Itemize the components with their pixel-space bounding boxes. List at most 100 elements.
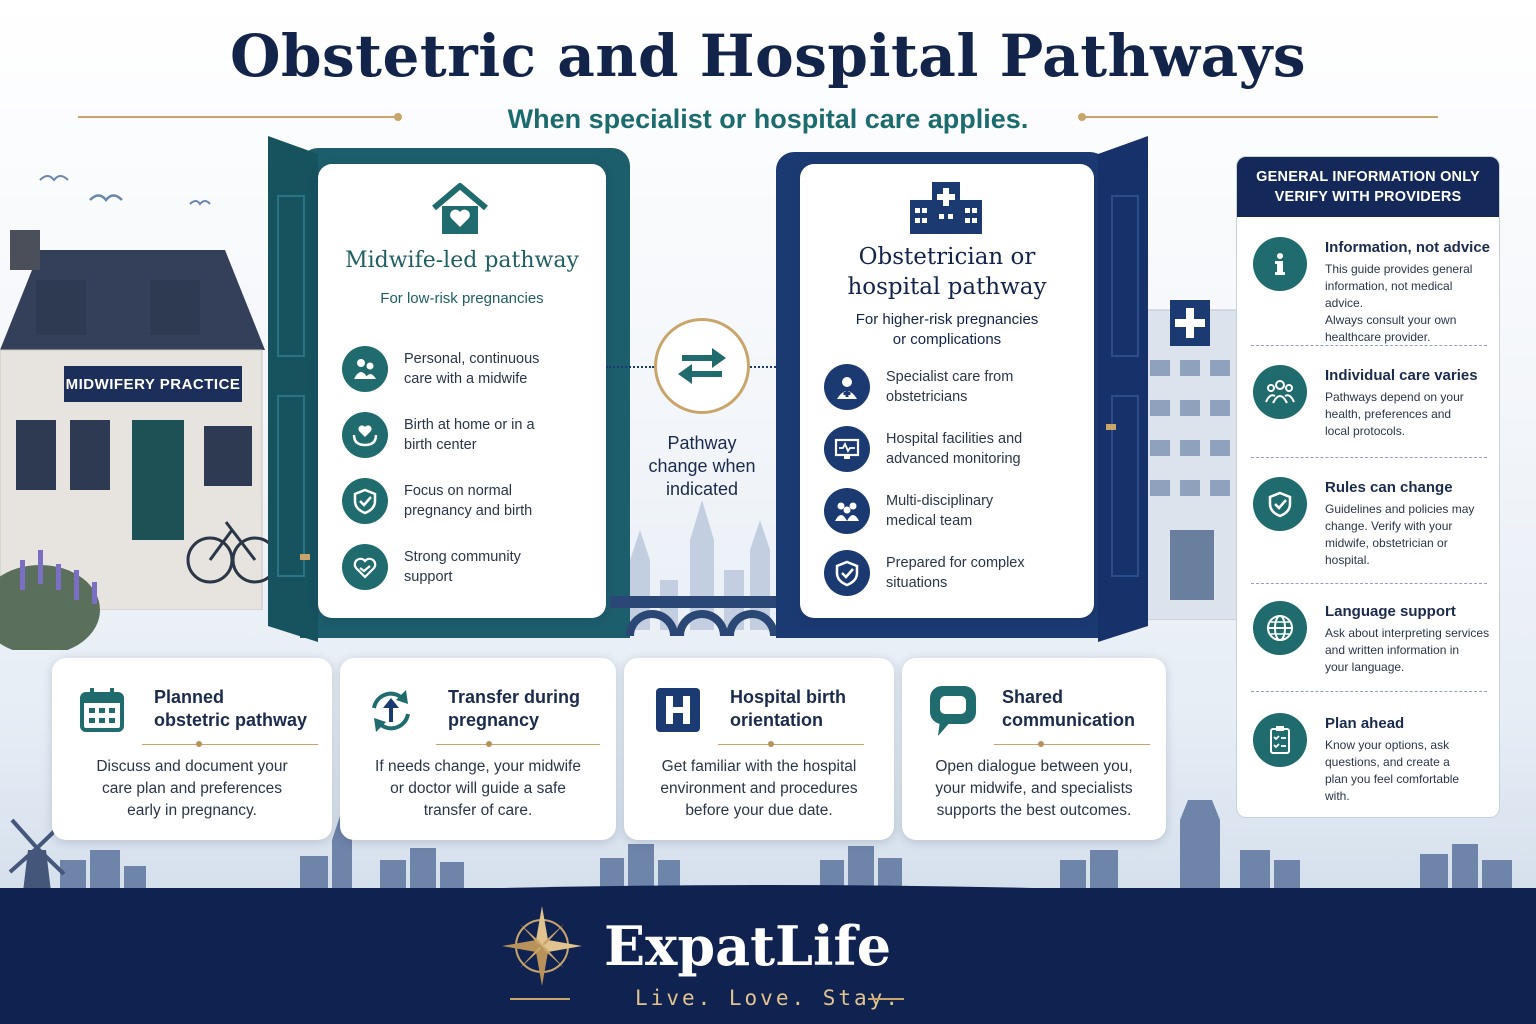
midwife-feature-1-line1: Personal, continuous	[404, 351, 540, 367]
midwife-feature-2-line1: Birth at home or in a	[404, 417, 535, 433]
card-1-rule	[142, 744, 318, 745]
card-2-title-line1: Transfer during	[448, 687, 581, 707]
info-item-3-line2: change. Verify with your	[1325, 519, 1453, 533]
card-4-body: Open dialogue between you, your midwife,…	[902, 756, 1166, 822]
hospital-building	[1140, 300, 1240, 620]
info-item-2-text: Pathways depend on your health, preferen…	[1325, 389, 1493, 440]
card-2-body-line1: If needs change, your midwife	[375, 758, 581, 775]
practice-sign-text: MIDWIFERY PRACTICE	[65, 375, 241, 393]
info-item-5-title: Plan ahead	[1325, 715, 1405, 732]
hospital-building-icon	[910, 182, 982, 234]
hospital-pathway-title: Obstetrician or hospital pathway	[800, 242, 1094, 302]
card-shared-communication: Shared communication Open dialogue betwe…	[902, 658, 1166, 840]
transfer-connector-right	[750, 366, 780, 368]
hospital-pathway-subtitle-line2: or complications	[892, 331, 1002, 348]
card-hospital-birth-orientation: Hospital birth orientation Get familiar …	[624, 658, 894, 840]
card-1-title-line1: Planned	[154, 687, 225, 707]
midwife-feature-3-line2: pregnancy and birth	[404, 503, 533, 519]
info-item-2-title: Individual care varies	[1325, 367, 1478, 384]
card-1-body: Discuss and document your care plan and …	[52, 756, 332, 822]
hospital-door-leaf	[1098, 136, 1148, 642]
monitor-icon	[824, 426, 870, 472]
shield-check-icon	[342, 478, 388, 524]
clipboard-icon	[1253, 713, 1307, 767]
info-separator-4	[1251, 691, 1487, 692]
card-transfer-during-pregnancy: Transfer during pregnancy If needs chang…	[340, 658, 616, 840]
hospital-feature-3-line1: Multi-disciplinary	[886, 493, 994, 509]
transfer-connector-left	[606, 366, 654, 368]
subtitle-rule-right	[1082, 116, 1438, 118]
info-item-1-title: Information, not advice	[1325, 239, 1491, 256]
info-item-5-line2: questions, and create a	[1325, 755, 1450, 769]
bridge-arches	[610, 596, 790, 636]
info-item-4-text: Ask about interpreting services and writ…	[1325, 625, 1493, 676]
info-item-3-line3: midwife, obstetrician or	[1325, 536, 1448, 550]
footer-banner	[0, 888, 1536, 1024]
hospital-feature-1-line1: Specialist care from	[886, 369, 1014, 385]
birds-icon	[39, 175, 211, 206]
card-4-title-line2: communication	[1002, 710, 1136, 730]
shield-check-icon	[1253, 477, 1307, 531]
card-4-body-line1: Open dialogue between you,	[935, 758, 1133, 775]
card-4-body-line3: supports the best outcomes.	[936, 802, 1132, 819]
page-subtitle: When specialist or hospital care applies…	[507, 104, 1029, 134]
info-item-4-title: Language support	[1325, 603, 1456, 620]
card-1-body-line2: care plan and preferences	[101, 780, 283, 797]
subtitle-rule-left-dot	[394, 113, 402, 121]
card-planned-obstetric: Planned obstetric pathway Discuss and do…	[52, 658, 332, 840]
hospital-feature-4-line2: situations	[886, 575, 948, 591]
card-1-rule-dot	[196, 741, 202, 747]
hospital-feature-4-line1: Prepared for complex	[886, 555, 1025, 571]
info-icon	[1253, 237, 1307, 291]
info-item-1-line3: Always consult your own	[1325, 313, 1457, 327]
info-item-3-line4: hospital.	[1325, 553, 1370, 567]
card-2-rule	[436, 744, 600, 745]
info-item-1-text: This guide provides general information,…	[1325, 261, 1493, 346]
card-2-body-line2: or doctor will guide a safe	[390, 780, 566, 797]
info-item-1-line1: This guide provides general	[1325, 262, 1473, 276]
card-3-title-line1: Hospital birth	[730, 687, 846, 707]
card-3-body-line3: before your due date.	[685, 802, 833, 819]
hospital-feature-3: Multi-disciplinary medical team	[824, 488, 993, 534]
info-item-5-text: Know your options, ask questions, and cr…	[1325, 737, 1493, 805]
card-3-title: Hospital birth orientation	[730, 686, 846, 732]
midwife-pathway-title: Midwife-led pathway	[345, 248, 579, 273]
transfer-label-line1: Pathway	[667, 433, 737, 453]
info-item-2-line1: Pathways depend on your	[1325, 390, 1464, 404]
tagline-rule-left	[510, 998, 570, 1000]
info-item-2-line3: local protocols.	[1325, 424, 1406, 438]
info-item-1-line2: information, not medical advice.	[1325, 279, 1453, 310]
info-item-3-title: Rules can change	[1325, 479, 1453, 496]
handshake-icon	[342, 544, 388, 590]
brand-name: ExpatLife	[604, 914, 892, 978]
card-2-title: Transfer during pregnancy	[448, 686, 580, 732]
house-heart-icon	[432, 183, 488, 234]
calendar-icon	[80, 688, 124, 732]
card-2-body: If needs change, your midwife or doctor …	[340, 756, 616, 822]
shield-check-icon	[824, 550, 870, 596]
info-header-line1: GENERAL INFORMATION ONLY	[1256, 169, 1480, 185]
info-separator-2	[1251, 457, 1487, 458]
midwife-feature-3: Focus on normal pregnancy and birth	[342, 478, 532, 524]
card-3-body-line2: environment and procedures	[660, 780, 858, 797]
card-4-rule	[994, 744, 1150, 745]
hospital-feature-2-line2: advanced monitoring	[886, 451, 1021, 467]
info-item-4-line1: Ask about interpreting services	[1325, 626, 1490, 640]
team-icon	[824, 488, 870, 534]
info-separator-3	[1251, 583, 1487, 584]
card-1-title: Planned obstetric pathway	[154, 686, 307, 732]
hospital-feature-3-line2: medical team	[886, 513, 973, 529]
midwife-feature-3-line1: Focus on normal	[404, 483, 512, 499]
info-item-5-line4: with.	[1325, 789, 1350, 803]
page-title: Obstetric and Hospital Pathways	[229, 22, 1307, 90]
info-panel: GENERAL INFORMATION ONLY VERIFY WITH PRO…	[1236, 156, 1500, 818]
transfer-label-line2: change when	[648, 456, 756, 476]
swap-arrows-icon	[654, 318, 750, 414]
info-item-2-line2: health, preferences and	[1325, 407, 1452, 421]
card-3-title-line2: orientation	[730, 710, 823, 730]
info-panel-header: GENERAL INFORMATION ONLY VERIFY WITH PRO…	[1237, 157, 1499, 217]
hands-heart-icon	[342, 412, 388, 458]
hospital-pathway-title-line1: Obstetrician or	[858, 244, 1036, 270]
info-item-5-line1: Know your options, ask	[1325, 738, 1450, 752]
